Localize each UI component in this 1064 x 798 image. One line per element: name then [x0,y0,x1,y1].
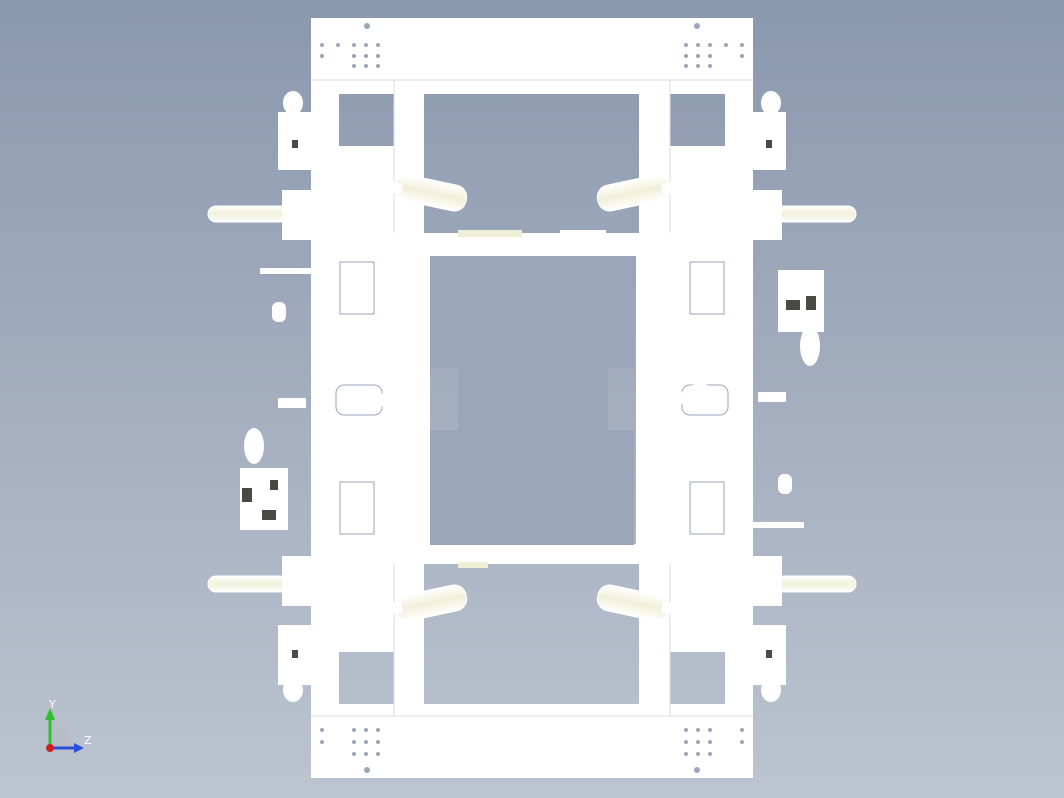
z-axis-label: Z [84,734,92,747]
triad-labels: Y Z [38,698,98,758]
mounting-holes [320,23,744,773]
cross-beam-bottom [311,544,753,564]
view-plane-indicator [50,726,73,748]
fixture-frame [311,18,753,778]
push-pins [458,230,606,568]
swing-clamps [331,171,733,625]
frame-edges [311,79,753,717]
y-axis-label: Y [49,698,56,711]
locator-blocks [335,261,729,535]
dark-hardware [242,140,816,658]
frame-plate [311,18,753,778]
frame-voids [430,256,634,545]
coordinate-triad [45,708,84,753]
x-axis-dot [46,744,54,752]
cross-beam-top [311,233,753,255]
center-void [430,256,634,545]
